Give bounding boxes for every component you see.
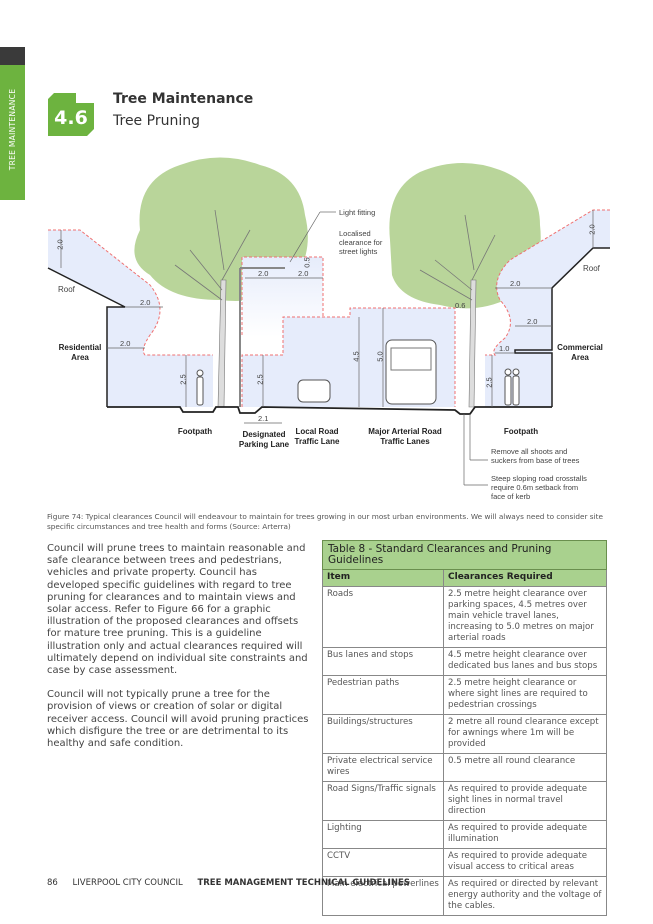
residential-clearance-zone <box>48 230 213 407</box>
paragraph: Council will prune trees to maintain rea… <box>47 543 308 677</box>
dim-label: 5.0 <box>375 351 385 362</box>
dim-label: 4.5 <box>351 351 361 362</box>
column-header: Item <box>322 569 444 587</box>
label-roof-right: Roof <box>583 264 600 273</box>
item-cell: Pedestrian paths <box>322 675 444 715</box>
item-cell: Buildings/structures <box>322 714 444 754</box>
column-header: Clearances Required <box>443 569 607 587</box>
commercial-building <box>514 247 610 407</box>
clearance-cell: 2.5 metre height clearance over parking … <box>443 586 607 648</box>
label-roof-left: Roof <box>58 285 75 294</box>
bus <box>385 339 437 405</box>
clearance-cell: 2.5 metre height clearance or where sigh… <box>443 675 607 715</box>
section-number: 4.6 <box>54 107 88 129</box>
item-cell: Roads <box>322 586 444 648</box>
clearance-cell: As required to provide adequate visual a… <box>443 848 607 877</box>
sidebar-tab-top <box>0 47 25 65</box>
body-text: Council will prune trees to maintain rea… <box>47 543 309 762</box>
item-cell: CCTV <box>322 848 444 877</box>
label-footpath-left: Footpath <box>177 427 213 436</box>
footer-org: LIVERPOOL CITY COUNCIL <box>72 878 183 888</box>
page-footer: 86 LIVERPOOL CITY COUNCIL TREE MANAGEMEN… <box>47 878 410 888</box>
dim-label: 2.0 <box>55 239 65 250</box>
residential-building <box>47 267 126 407</box>
dim-label: 1.0 <box>499 344 510 353</box>
page-number: 86 <box>47 878 58 888</box>
dim-label: 0.5 <box>302 257 312 268</box>
tree-trunk-right <box>468 279 477 408</box>
clearance-cell: 0.5 metre all round clearance <box>443 753 607 782</box>
label-local-road: Local Road Traffic Lane <box>294 427 340 446</box>
item-cell: Bus lanes and stops <box>322 647 444 676</box>
dim-label: 2.0 <box>587 224 597 235</box>
commercial-clearance-zone <box>485 210 610 407</box>
dim-label: 2.5 <box>484 377 494 388</box>
dim-label: 2.0 <box>527 317 538 326</box>
dim-label: 2.0 <box>120 339 131 348</box>
clearance-cell: 4.5 metre height clearance over dedicate… <box>443 647 607 676</box>
dim-label: 2.5 <box>255 374 265 385</box>
item-cell: Private electrical service wires <box>322 753 444 782</box>
dim-label: 2.0 <box>510 279 521 288</box>
dim-label: 2.1 <box>258 414 269 423</box>
clearance-diagram <box>47 157 610 486</box>
label-commercial-area: Commercial Area <box>557 343 603 362</box>
label-arterial-road: Major Arterial Road Traffic Lanes <box>368 427 442 446</box>
item-cell: Road Signs/Traffic signals <box>322 781 444 821</box>
page-subtitle: Tree Pruning <box>113 113 200 129</box>
dim-label: 2.5 <box>178 374 188 385</box>
label-residential-area: Residential Area <box>58 343 102 362</box>
label-remove-shoots: Remove all shoots and suckers from base … <box>491 447 580 465</box>
dim-label: 2.0 <box>298 269 309 278</box>
clearance-cell: As required to provide adequate illumina… <box>443 820 607 849</box>
sidebar-tab <box>0 47 25 200</box>
footer-doc-title: TREE MANAGEMENT TECHNICAL GUIDELINES <box>197 878 410 888</box>
paragraph: Council will not typically prune a tree … <box>47 689 309 750</box>
pedestrians <box>196 368 520 406</box>
label-light-fitting: Light fitting <box>339 208 376 217</box>
dim-label: 2.0 <box>140 298 151 307</box>
page-title: Tree Maintenance <box>113 91 254 107</box>
label-footpath-right: Footpath <box>503 427 539 436</box>
item-cell: Main electrical powerlines <box>322 876 444 916</box>
table-title: Table 8 - Standard Clearances and Prunin… <box>322 540 607 570</box>
label-crossfalls: Steep sloping road crosstalls require 0.… <box>491 474 587 501</box>
clearance-cell: As required to provide adequate sight li… <box>443 781 607 821</box>
car <box>297 379 331 403</box>
clearance-cell: 2 metre all round clearance except for a… <box>443 714 607 754</box>
label-parking-lane: Designated Parking Lane <box>238 430 290 449</box>
figure-caption: Figure 74: Typical clearances Council wi… <box>47 512 603 531</box>
label-localised-clearance: Localised clearance for street lights <box>339 229 383 256</box>
clearance-cell: As required or directed by relevant ener… <box>443 876 607 916</box>
dim-label: 2.0 <box>258 269 269 278</box>
clearances-table: Table 8 - Standard Clearances and Prunin… <box>322 540 607 916</box>
section-badge <box>48 93 94 136</box>
dim-label: 0.6 <box>455 301 466 310</box>
item-cell: Lighting <box>322 820 444 849</box>
ground-line <box>107 406 552 415</box>
